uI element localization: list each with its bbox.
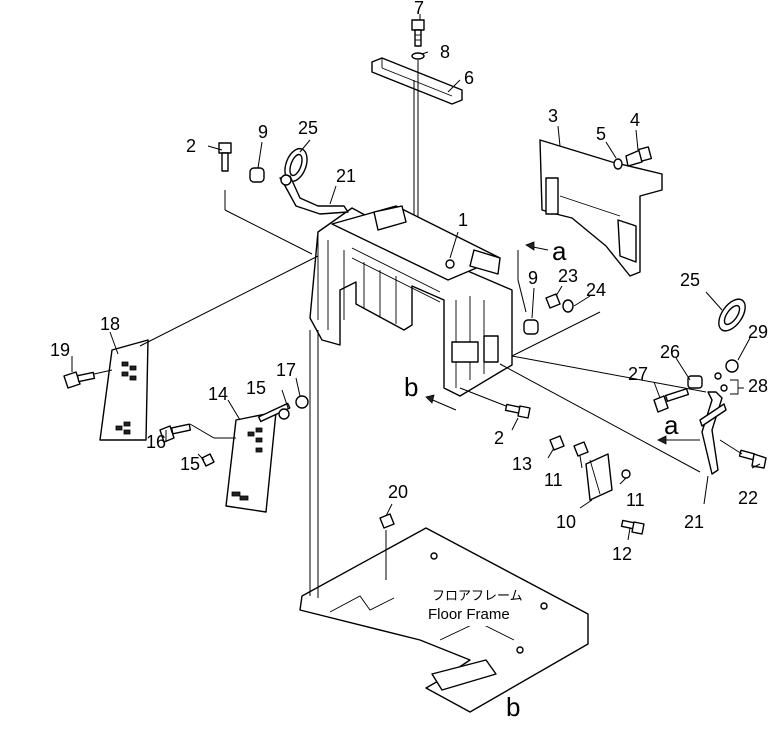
part-9-collar-right xyxy=(523,319,539,335)
callout-29: 29 xyxy=(748,322,768,342)
callout-24: 24 xyxy=(586,280,606,300)
callout-21: 21 xyxy=(336,166,356,186)
view-letters: a b a b xyxy=(404,236,679,722)
part-4-bolt xyxy=(625,146,653,167)
callout-22: 22 xyxy=(738,488,758,508)
callout-9: 9 xyxy=(528,268,538,288)
part-25-handle-right xyxy=(718,298,746,332)
part-27-bolt xyxy=(653,388,690,413)
callout-11: 11 xyxy=(544,470,563,490)
callout-6: 6 xyxy=(464,68,474,88)
part-22-bolt xyxy=(738,449,767,469)
callout-10: 10 xyxy=(556,512,576,532)
callout-23: 23 xyxy=(558,266,578,286)
part-16-bolt xyxy=(159,423,192,443)
callout-7: 7 xyxy=(414,0,424,18)
part-7-bolt xyxy=(411,19,425,47)
floor-frame-label-en: Floor Frame xyxy=(428,606,510,623)
part-17-nut xyxy=(295,395,309,409)
part-26-block xyxy=(687,372,728,392)
part-21-pipe-left xyxy=(279,174,349,215)
callout-4: 4 xyxy=(630,110,640,130)
callout-2: 2 xyxy=(494,428,504,448)
part-15-stud xyxy=(257,402,291,423)
callout-18: 18 xyxy=(100,314,120,334)
callout-2: 2 xyxy=(186,136,196,156)
leader-lines xyxy=(71,14,761,541)
part-13-nut xyxy=(549,435,565,451)
part-8-washer xyxy=(411,52,425,60)
view-letter-b-left: b xyxy=(404,372,418,402)
callout-5: 5 xyxy=(596,124,606,144)
floor-frame-label: フロアフレーム Floor Frame xyxy=(424,586,523,626)
callout-12: 12 xyxy=(612,544,632,564)
callout-16: 16 xyxy=(146,432,166,452)
part-6-plate xyxy=(371,57,463,105)
callout-21: 21 xyxy=(684,512,704,532)
callout-1: 1 xyxy=(458,210,468,230)
view-letter-a-top: a xyxy=(552,236,567,266)
part-11-nut-right xyxy=(621,469,631,479)
part-9-collar-top xyxy=(249,167,265,183)
part-1-housing xyxy=(309,205,513,397)
callout-9: 9 xyxy=(258,122,268,142)
callout-15: 15 xyxy=(246,378,266,398)
part-19-bolt xyxy=(63,371,96,389)
view-arrow-b-left xyxy=(425,394,457,411)
part-29-nut xyxy=(725,359,739,373)
part-5-washer xyxy=(613,158,623,170)
part-2-bolt-right xyxy=(504,403,531,419)
callout-20: 20 xyxy=(388,482,408,502)
part-21-pipe-right xyxy=(699,391,727,475)
callout-14: 14 xyxy=(208,384,228,404)
part-10-bracket xyxy=(585,453,613,501)
part-24-washer xyxy=(562,299,574,313)
callout-11: 11 xyxy=(626,490,645,510)
callout-8: 8 xyxy=(440,42,450,62)
callout-25: 25 xyxy=(680,270,700,290)
callout-17: 17 xyxy=(276,360,296,380)
callout-27: 27 xyxy=(628,364,648,384)
part-3-panel xyxy=(539,139,663,277)
view-arrow-a-right xyxy=(657,435,700,445)
callout-3: 3 xyxy=(548,106,558,126)
callout-26: 26 xyxy=(660,342,680,362)
part-11-nut-left xyxy=(573,441,589,457)
part-18-plate xyxy=(99,339,149,441)
view-letter-a-right: a xyxy=(664,410,679,440)
callout-25: 25 xyxy=(298,118,318,138)
view-letter-b-bottom: b xyxy=(506,692,520,722)
floor-frame-label-jp: フロアフレーム xyxy=(432,588,523,603)
callout-13: 13 xyxy=(512,454,532,474)
part-20-nut xyxy=(379,513,395,529)
view-arrow-a-top xyxy=(525,241,549,251)
callout-15: 15 xyxy=(180,454,200,474)
callout-labels: 7 8 6 2 9 25 21 1 3 5 4 9 23 24 18 19 17… xyxy=(50,0,768,564)
part-14-bracket xyxy=(225,411,277,513)
part-12-bolt xyxy=(620,519,645,535)
part-2-bolt-top xyxy=(218,142,232,172)
callout-28: 28 xyxy=(748,376,768,396)
part-15-nut xyxy=(201,453,215,467)
part-23-nut xyxy=(545,293,561,309)
callout-19: 19 xyxy=(50,340,70,360)
